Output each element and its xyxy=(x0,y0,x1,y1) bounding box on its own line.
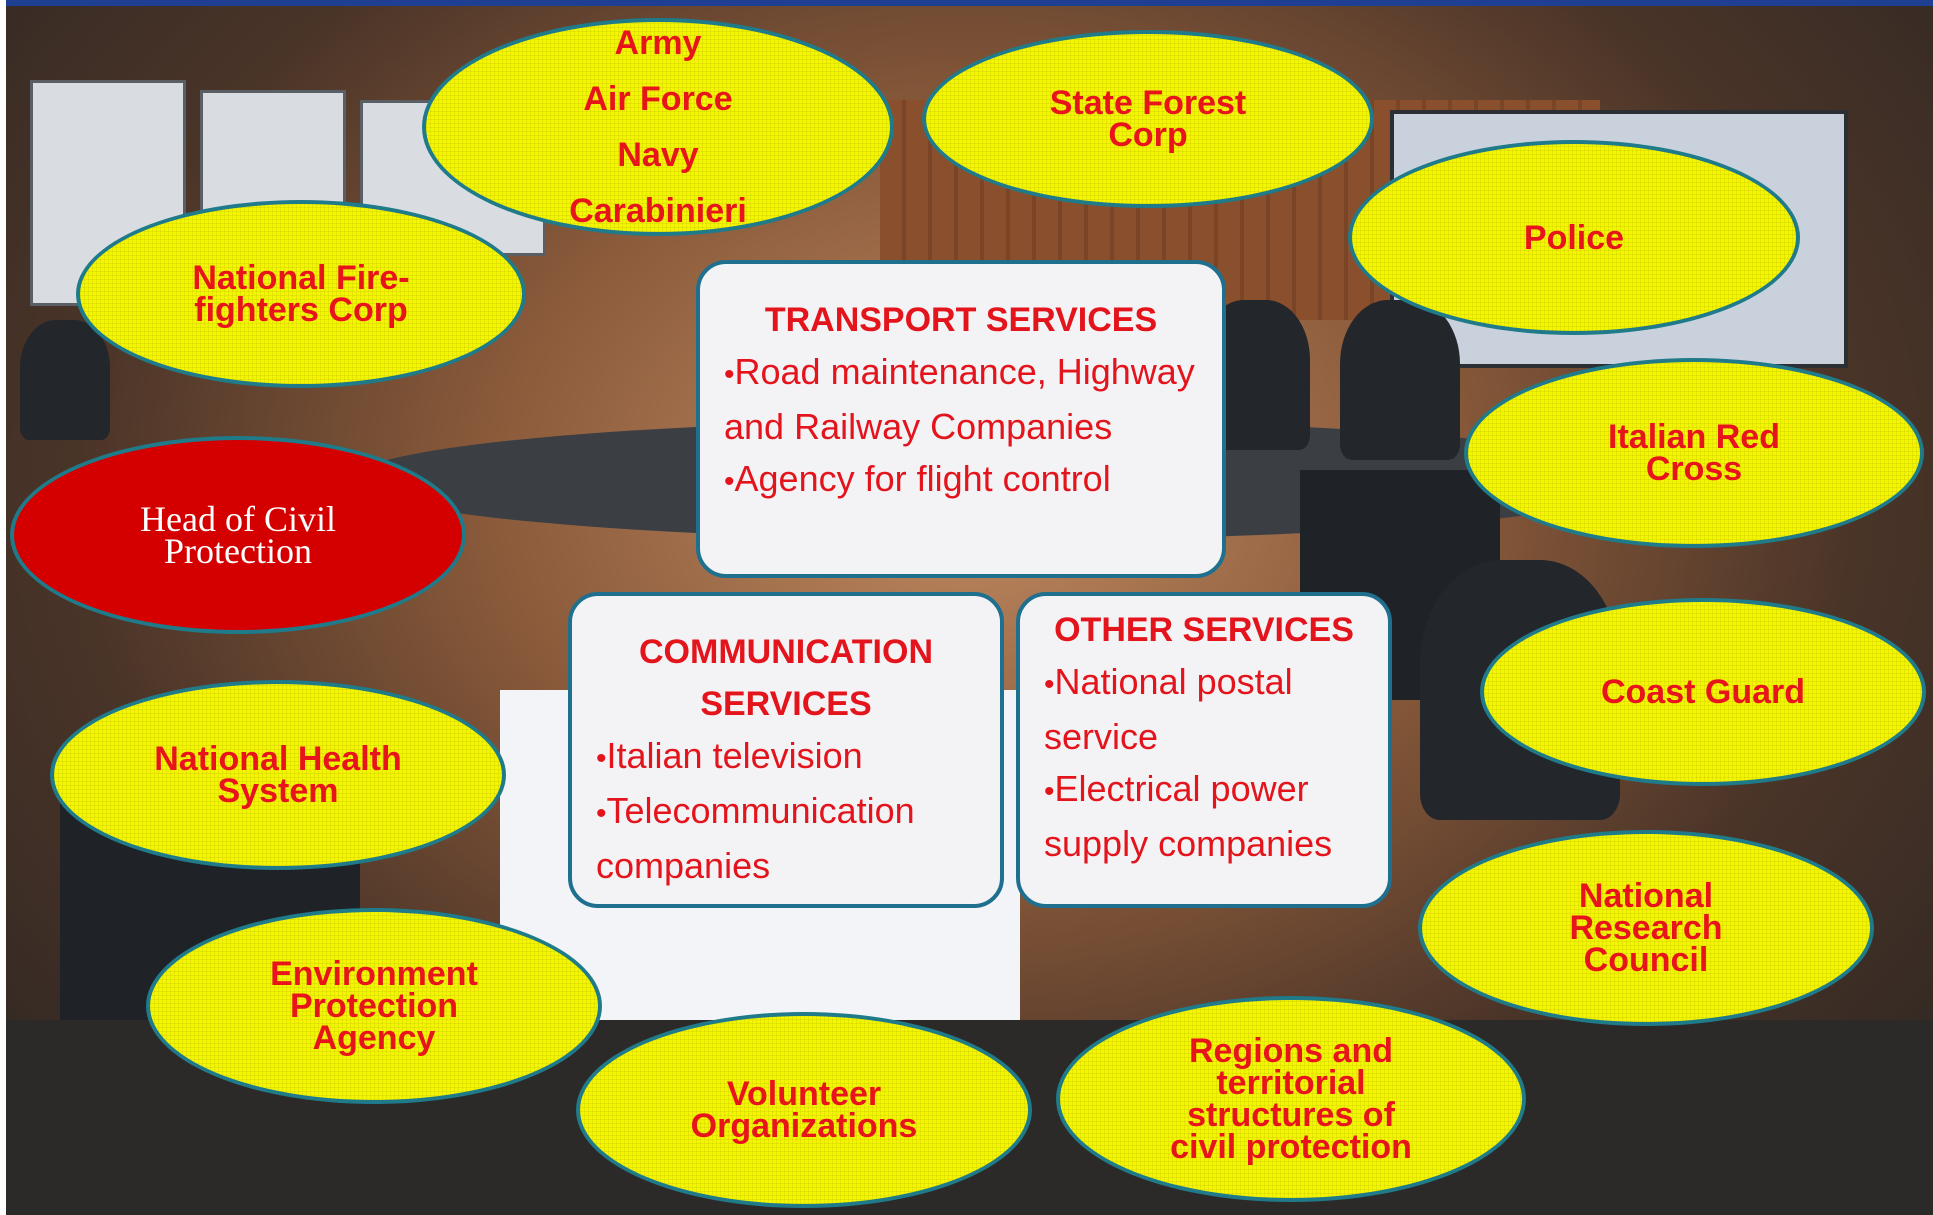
bullet-icon: • xyxy=(1044,668,1055,701)
ellipse-environment-agency: Environment Protection Agency xyxy=(146,908,602,1104)
other-item-1: •National postal service xyxy=(1044,656,1364,763)
coast-guard-label: Coast Guard xyxy=(1600,673,1806,711)
other-item-2: •Electrical power supply companies xyxy=(1044,763,1364,870)
ellipse-coast-guard: Coast Guard xyxy=(1480,598,1926,786)
seated-person-3 xyxy=(1340,300,1460,460)
communication-item-2-text: Telecommunication companies xyxy=(596,790,915,886)
red-cross-label: Italian Red Cross xyxy=(1608,418,1780,488)
communication-item-2: •Telecommunication companies xyxy=(596,785,976,892)
transport-item-2: •Agency for flight control xyxy=(724,453,1198,508)
ellipse-volunteers: Volunteer Organizations xyxy=(576,1012,1032,1208)
ellipse-red-cross: Italian Red Cross xyxy=(1464,358,1924,548)
other-item-1-text: National postal service xyxy=(1044,661,1293,757)
ellipse-research-council: National Research Council xyxy=(1418,830,1874,1026)
other-services-box: OTHER SERVICES •National postal service … xyxy=(1016,592,1392,908)
communication-services-box: COMMUNICATION SERVICES •Italian televisi… xyxy=(568,592,1004,908)
transport-item-2-text: Agency for flight control xyxy=(734,458,1111,499)
other-item-2-text: Electrical power supply companies xyxy=(1044,768,1333,864)
state-forest-label: State Forest Corp xyxy=(1049,84,1247,154)
bullet-icon: • xyxy=(596,797,607,830)
firefighters-label: National Fire- fighters Corp xyxy=(192,259,410,329)
research-council-label: National Research Council xyxy=(1569,877,1723,979)
environment-agency-label: Environment Protection Agency xyxy=(270,955,478,1057)
head-civil-protection-label: Head of Civil Protection xyxy=(140,499,336,571)
ellipse-health-system: National Health System xyxy=(50,680,506,870)
communication-item-1-text: Italian television xyxy=(606,735,863,776)
transport-services-box: TRANSPORT SERVICES •Road maintenance, Hi… xyxy=(696,260,1226,578)
ellipse-firefighters: National Fire- fighters Corp xyxy=(76,200,526,388)
bullet-icon: • xyxy=(596,742,607,775)
ellipse-state-forest: State Forest Corp xyxy=(922,30,1374,208)
ellipse-armed-forces: Army Air Force Navy Carabinieri xyxy=(422,18,894,236)
ellipse-regions: Regions and territorial structures of ci… xyxy=(1056,996,1526,1202)
top-border xyxy=(0,0,1933,6)
health-system-label: National Health System xyxy=(154,740,402,810)
bullet-icon: • xyxy=(724,358,735,391)
bullet-icon: • xyxy=(724,465,735,498)
communication-item-1: •Italian television xyxy=(596,730,976,785)
transport-item-1-text: Road maintenance, Highway and Railway Co… xyxy=(724,351,1195,447)
left-border xyxy=(0,0,6,1215)
ellipse-head-civil-protection: Head of Civil Protection xyxy=(10,436,466,634)
ellipse-police: Police xyxy=(1348,140,1800,335)
other-services-title: OTHER SERVICES xyxy=(1054,611,1354,649)
armed-forces-label: Army Air Force Navy Carabinieri xyxy=(569,24,747,230)
transport-services-title: TRANSPORT SERVICES xyxy=(764,301,1158,339)
volunteers-label: Volunteer Organizations xyxy=(690,1075,918,1145)
communication-services-title: COMMUNICATION SERVICES xyxy=(639,633,933,723)
regions-label: Regions and territorial structures of ci… xyxy=(1170,1032,1412,1166)
police-label: Police xyxy=(1523,218,1625,257)
transport-item-1: •Road maintenance, Highway and Railway C… xyxy=(724,346,1198,453)
seated-person-1 xyxy=(20,320,110,440)
bullet-icon: • xyxy=(1044,775,1055,808)
